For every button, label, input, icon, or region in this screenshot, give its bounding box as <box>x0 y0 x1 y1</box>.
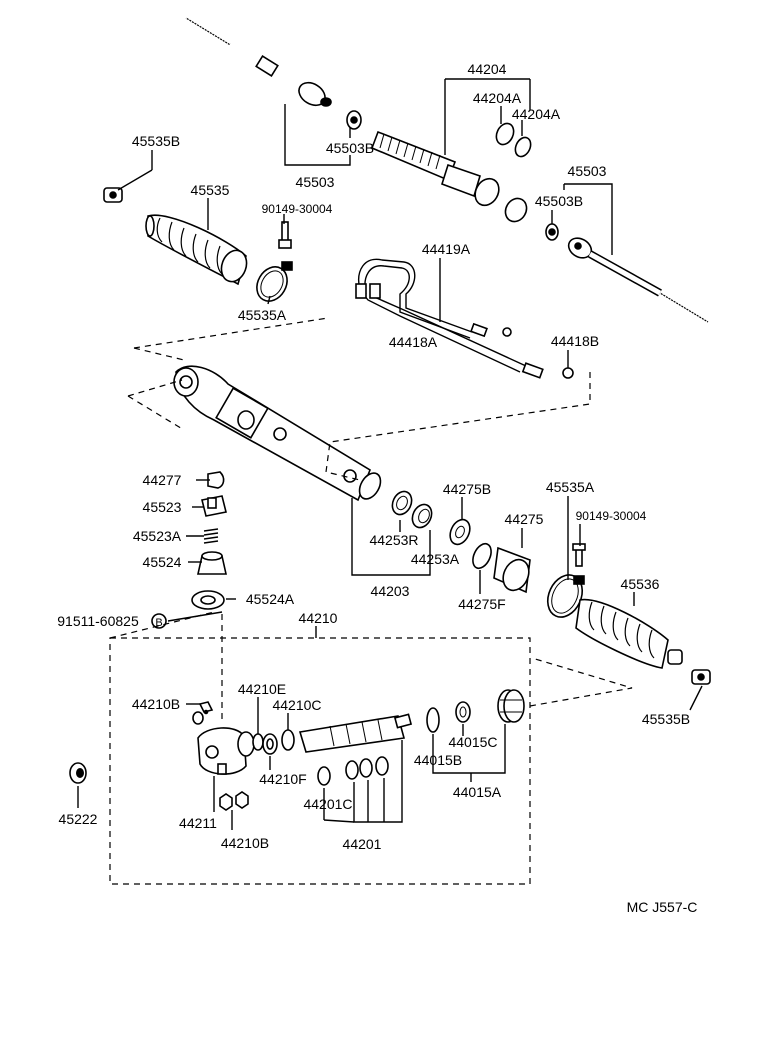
label-44419A: 44419A <box>422 241 471 257</box>
label-90149-mid: 90149-30004 <box>576 509 647 523</box>
rings-44201C <box>317 766 331 786</box>
label-45524A: 45524A <box>246 591 295 607</box>
cover-45524A <box>191 590 225 610</box>
bushing-44275 <box>493 546 531 594</box>
nut-45503B-left <box>346 110 362 130</box>
label-44418B: 44418B <box>551 333 599 349</box>
label-45535: 45535 <box>191 182 230 198</box>
seal-44015B <box>426 707 440 733</box>
label-44203: 44203 <box>371 583 410 599</box>
valve-assembly-box <box>109 637 531 885</box>
label-44275B: 44275B <box>443 481 491 497</box>
nut-44210B-top <box>192 701 214 725</box>
rack-44204 <box>370 130 528 223</box>
rings-44201 <box>345 756 389 780</box>
spring-seat-45523 <box>201 495 227 517</box>
labels: 44204 44204A 44204A 45535B 45503B 45503 … <box>57 61 697 915</box>
label-91511: 91511-60825 <box>57 613 139 629</box>
label-45524: 45524 <box>143 554 182 570</box>
locknut-45524 <box>197 551 227 575</box>
label-44210B-top: 44210B <box>132 696 180 712</box>
label-44210: 44210 <box>299 610 338 626</box>
label-90149-top: 90149-30004 <box>262 202 333 216</box>
valve-housing-44211 <box>197 727 255 775</box>
tie-rod-end-right <box>567 237 709 323</box>
label-45503-right: 45503 <box>568 163 607 179</box>
clamp-45535B-top <box>103 187 123 203</box>
label-45222: 45222 <box>59 811 98 827</box>
label-45503B-left: 45503B <box>326 140 374 156</box>
label-44211: 44211 <box>179 815 217 831</box>
ring-44210C <box>281 729 295 751</box>
label-45523: 45523 <box>143 499 182 515</box>
label-44015B: 44015B <box>414 752 462 768</box>
nut-45222 <box>69 762 87 784</box>
label-44210E: 44210E <box>238 681 286 697</box>
oring-44275F <box>472 542 492 570</box>
ring-44210E <box>252 733 264 751</box>
spring-45523A <box>203 528 219 544</box>
dashed-connectors <box>109 317 633 724</box>
label-44277: 44277 <box>143 472 182 488</box>
seal-44253A <box>411 503 433 529</box>
label-44204A-2: 44204A <box>512 106 561 122</box>
clamp-45535B-bot <box>691 669 711 685</box>
bolt-91511-letter: B <box>155 617 162 629</box>
label-44275F: 44275F <box>458 596 505 612</box>
label-44201C: 44201C <box>303 796 352 812</box>
label-44210C: 44210C <box>272 697 321 713</box>
label-44210F: 44210F <box>259 771 306 787</box>
bolt-90149-top <box>278 221 292 249</box>
label-45535B-bot: 45535B <box>642 711 690 727</box>
label-44015C: 44015C <box>448 734 497 750</box>
ring-44204A-1 <box>495 122 515 146</box>
tube-44419A <box>358 258 512 339</box>
seal-44015A <box>497 689 525 723</box>
tube-44418A <box>355 283 544 379</box>
control-valve-shaft <box>298 713 413 753</box>
label-45535A-mid: 45535A <box>546 479 595 495</box>
label-45503-left: 45503 <box>296 174 335 190</box>
label-44204: 44204 <box>468 61 507 77</box>
ring-44204A-2 <box>514 136 532 158</box>
label-44253A: 44253A <box>411 551 460 567</box>
label-45535A-top: 45535A <box>238 307 287 323</box>
label-45523A: 45523A <box>133 528 182 544</box>
bolt-91511-mark: B <box>151 613 167 629</box>
seal-44253R <box>391 490 413 516</box>
nuts-44210B-bot <box>219 791 249 811</box>
label-45535B-top: 45535B <box>132 133 180 149</box>
boot-45536 <box>575 598 683 669</box>
label-44210B-bot: 44210B <box>221 835 269 851</box>
bearing-44210F <box>262 733 278 755</box>
label-45503B-right: 45503B <box>535 193 583 209</box>
label-44015A: 44015A <box>453 784 502 800</box>
cap-44277 <box>207 471 225 489</box>
label-44253R: 44253R <box>369 532 418 548</box>
clamp-45535A-mid <box>546 574 585 618</box>
bolt-90149-mid <box>572 543 586 567</box>
leader-lines <box>77 78 703 830</box>
tie-rod-end-left <box>185 17 332 107</box>
label-44201: 44201 <box>343 836 382 852</box>
label-45536: 45536 <box>621 576 660 592</box>
nut-45503B-right <box>545 223 559 241</box>
diagram-code: MC J557-C <box>627 899 698 915</box>
label-44418A: 44418A <box>389 334 438 350</box>
union-44418B <box>562 367 574 379</box>
boot-45535 <box>145 214 248 286</box>
clamp-45535A-top <box>256 261 293 302</box>
label-44204A-1: 44204A <box>473 90 522 106</box>
washer-44275B <box>449 518 471 546</box>
housing-44203 <box>173 365 382 502</box>
label-44275: 44275 <box>505 511 544 527</box>
seal-44015C <box>455 701 471 723</box>
